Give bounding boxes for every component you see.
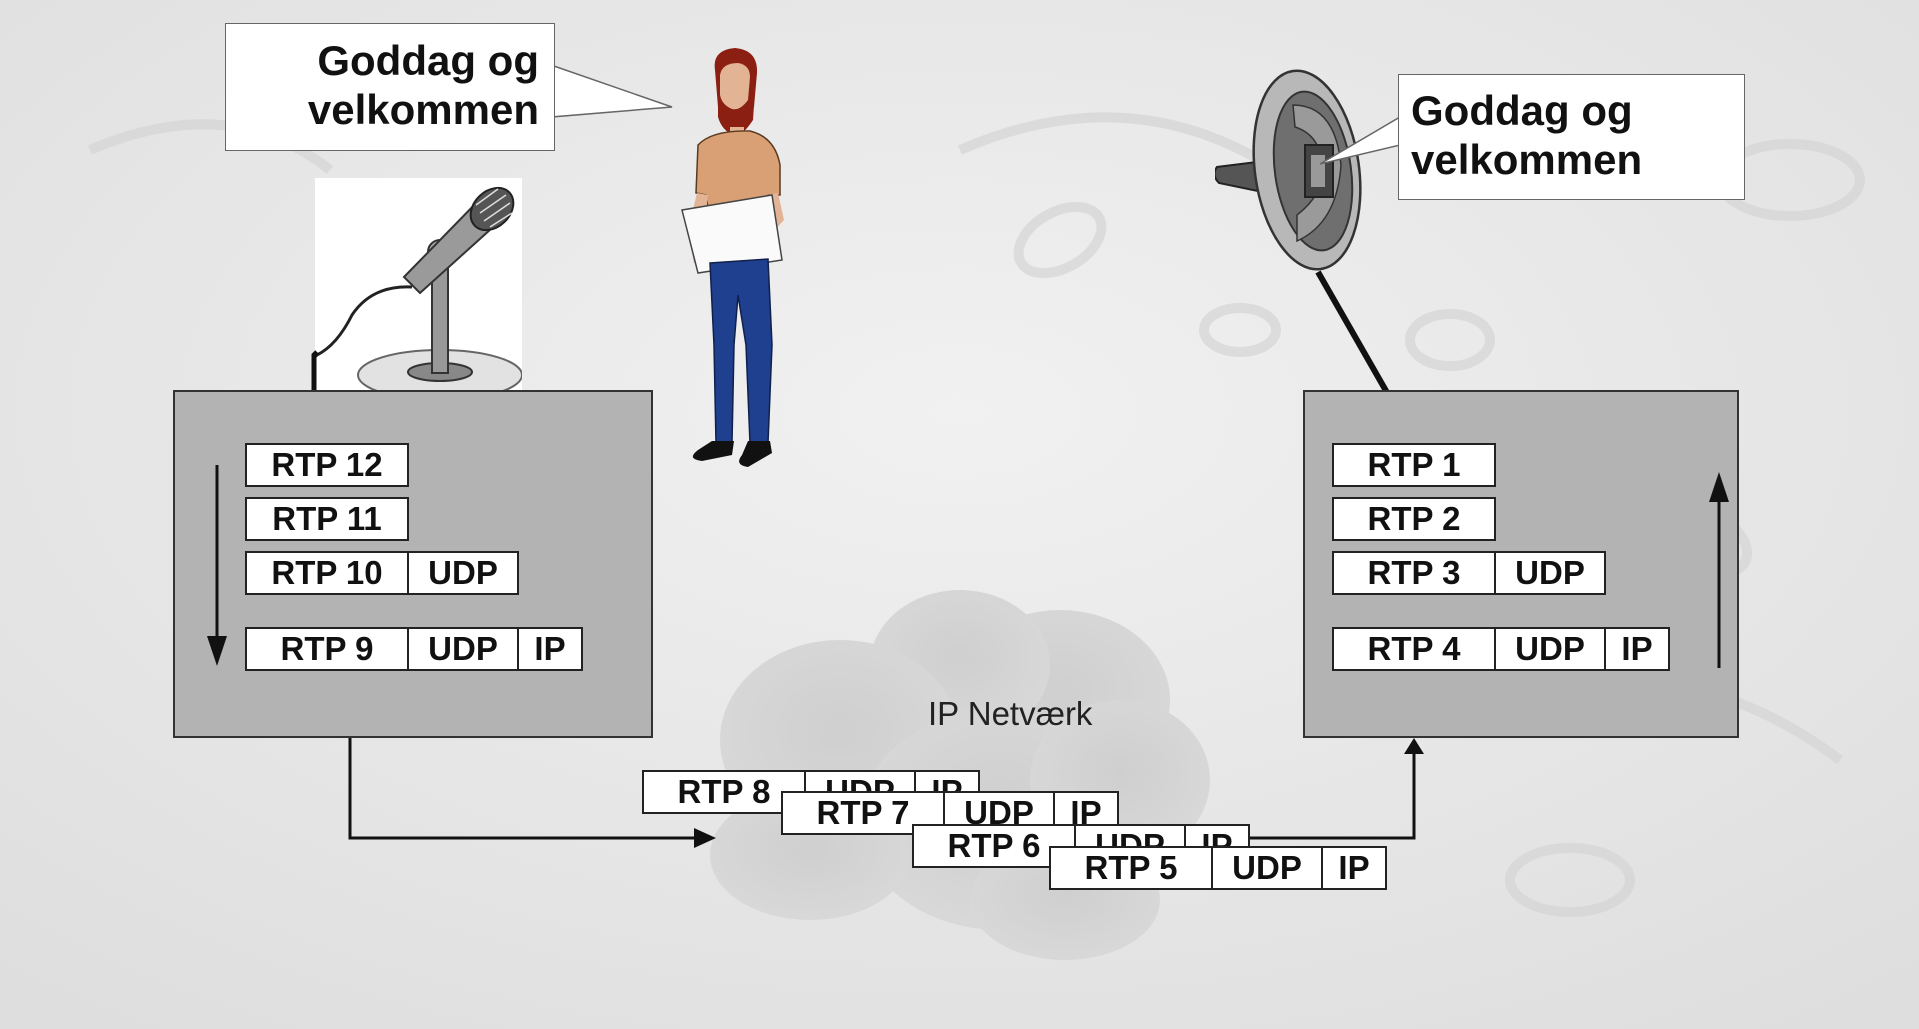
ip-segment: IP: [1321, 846, 1387, 890]
udp-segment: UDP: [407, 627, 519, 671]
speech-line-1: Goddag og: [1411, 87, 1633, 134]
receiver-packet: RTP 1: [1332, 443, 1496, 487]
rtp-segment: RTP 12: [245, 443, 409, 487]
rtp-segment: RTP 1: [1332, 443, 1496, 487]
rtp-segment: RTP 4: [1332, 627, 1496, 671]
person-icon: [681, 48, 784, 467]
speech-callout-left: Goddag og velkommen: [225, 23, 555, 151]
rtp-segment: RTP 9: [245, 627, 409, 671]
ip-segment: IP: [517, 627, 583, 671]
speech-line-1: Goddag og: [317, 37, 539, 84]
sender-packet: RTP 11: [245, 497, 409, 541]
receiver-packet: RTP 2: [1332, 497, 1496, 541]
receiver-packet: RTP 3 UDP: [1332, 551, 1606, 595]
speech-line-2: velkommen: [1411, 136, 1643, 183]
rtp-segment: RTP 3: [1332, 551, 1496, 595]
speech-line-2: velkommen: [307, 86, 539, 133]
sender-packet: RTP 10 UDP: [245, 551, 519, 595]
udp-segment: UDP: [1211, 846, 1323, 890]
sender-packet: RTP 9 UDP IP: [245, 627, 583, 671]
receiver-packet: RTP 4 UDP IP: [1332, 627, 1670, 671]
rtp-segment: RTP 6: [912, 824, 1076, 868]
rtp-segment: RTP 8: [642, 770, 806, 814]
sender-packet: RTP 12: [245, 443, 409, 487]
udp-segment: UDP: [1494, 551, 1606, 595]
rtp-segment: RTP 10: [245, 551, 409, 595]
udp-segment: UDP: [407, 551, 519, 595]
network-label: IP Netværk: [928, 695, 1093, 732]
speech-callout-right: Goddag og velkommen: [1398, 74, 1745, 200]
network-packet: RTP 5 UDP IP: [1049, 846, 1387, 890]
udp-segment: UDP: [1494, 627, 1606, 671]
microphone-icon: [312, 178, 522, 408]
rtp-segment: RTP 2: [1332, 497, 1496, 541]
rtp-segment: RTP 11: [245, 497, 409, 541]
ip-segment: IP: [1604, 627, 1670, 671]
rtp-segment: RTP 5: [1049, 846, 1213, 890]
speaker-icon: [1215, 69, 1362, 271]
